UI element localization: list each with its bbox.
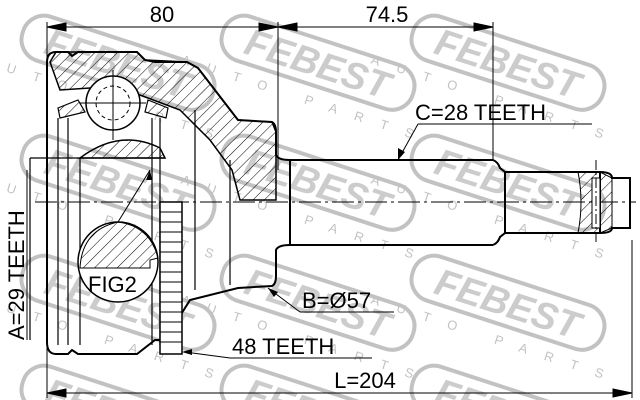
abs-teeth-label: 48 TEETH [232,334,334,359]
dimension-lines [46,22,633,398]
inner-body-lines [29,110,231,345]
fig2-label: FIG2 [88,272,137,297]
dim-housing-length: 80 [150,2,174,27]
seal-diameter-label: B=Ø57 [302,288,371,313]
inner-spline-label: A=29 TEETH [4,210,29,340]
cage-left [57,99,86,119]
fig2-detail: FIG2 [77,169,159,303]
abs-ring [159,201,183,355]
outer-spline-label: C=28 TEETH [415,100,546,125]
cage-right [144,99,169,119]
dim-total-length: L=204 [334,368,396,393]
callout-c: C=28 TEETH [397,100,592,161]
callout-a: A=29 TEETH [4,170,29,340]
callout-abs: 48 TEETH [182,334,372,359]
callout-b: B=Ø57 [267,287,394,313]
ball-bearing [80,70,146,140]
dim-shaft-length: 74.5 [366,2,409,27]
